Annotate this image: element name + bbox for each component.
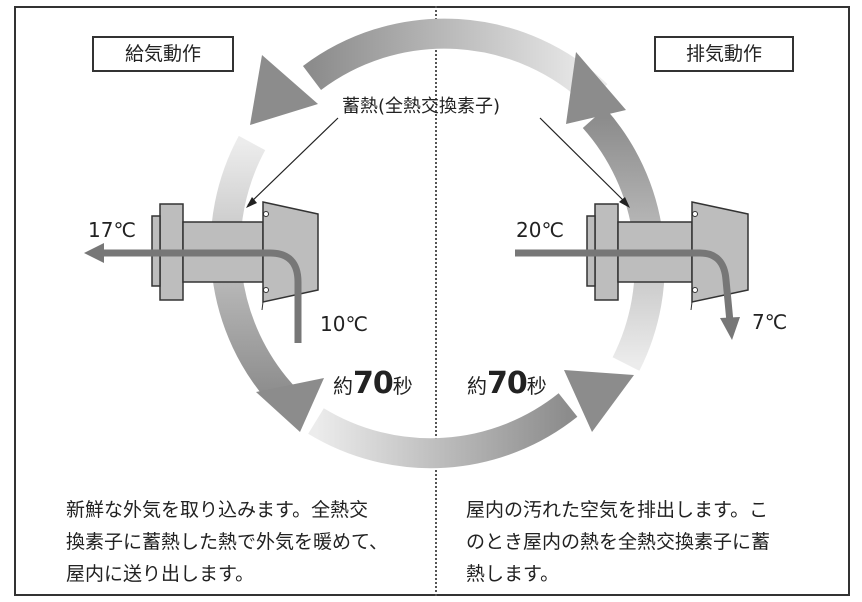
supply-duration: 約70秒 <box>333 366 413 401</box>
cycle-arrowhead-bottom-left <box>256 378 324 432</box>
diagram-frame <box>14 6 850 596</box>
supply-outlet-temperature: 17℃ <box>88 218 136 242</box>
exhaust-description-line: 熱します。 <box>466 563 560 585</box>
exhaust-outlet-temperature: 7℃ <box>752 310 788 334</box>
element-pointer-left <box>247 117 339 206</box>
exhaust-unit <box>515 201 749 340</box>
supply-duration-prefix: 約 <box>333 374 353 398</box>
exhaust-airflow-arrowhead <box>720 317 740 340</box>
element-pointer-right <box>539 117 629 206</box>
exhaust-unit-hood <box>691 201 749 303</box>
cycle-arrowhead-top-left <box>250 55 318 125</box>
supply-description-line: 新鮮な外気を取り込みます。全熱交 <box>66 499 369 521</box>
supply-duration-unit: 秒 <box>392 374 413 398</box>
supply-description: 新鮮な外気を取り込みます。全熱交 換素子に蓄熱した熱で外気を暖めて、 屋内に送り… <box>66 494 436 590</box>
supply-description-line: 換素子に蓄熱した熱で外気を暖めて、 <box>66 531 389 553</box>
exhaust-duration-value: 70 <box>487 366 528 401</box>
supply-airflow <box>100 249 302 343</box>
supply-unit <box>84 201 319 343</box>
supply-description-line: 屋内に送り出します。 <box>66 563 255 585</box>
exhaust-duration-unit: 秒 <box>526 374 547 398</box>
exhaust-duration-prefix: 約 <box>467 374 487 398</box>
exhaust-duration: 約70秒 <box>467 366 547 401</box>
heat-storage-element-label: 蓄熱(全熱交換素子) <box>342 96 501 117</box>
cycle-arrow-top <box>302 18 608 106</box>
supply-mode-title: 給気動作 <box>92 36 234 72</box>
center-divider <box>435 6 437 596</box>
cycle-arrowhead-top-right <box>566 52 626 124</box>
exhaust-mode-title: 排気動作 <box>654 36 794 72</box>
exhaust-description-line: 屋内の汚れた空気を排出します。こ <box>466 499 769 521</box>
supply-duration-value: 70 <box>353 366 394 401</box>
supply-inlet-temperature: 10℃ <box>320 312 368 336</box>
cycle-arrow-bottom <box>308 393 578 469</box>
exhaust-airflow <box>515 249 734 323</box>
exhaust-description: 屋内の汚れた空気を排出します。こ のとき屋内の熱を全熱交換素子に蓄 熱します。 <box>466 494 836 590</box>
exhaust-description-line: のとき屋内の熱を全熱交換素子に蓄 <box>466 531 771 553</box>
supply-unit-hood <box>262 201 319 303</box>
exhaust-inlet-temperature: 20℃ <box>516 218 564 242</box>
cycle-arrowhead-bottom-right <box>564 370 634 432</box>
supply-airflow-arrowhead <box>84 243 104 263</box>
